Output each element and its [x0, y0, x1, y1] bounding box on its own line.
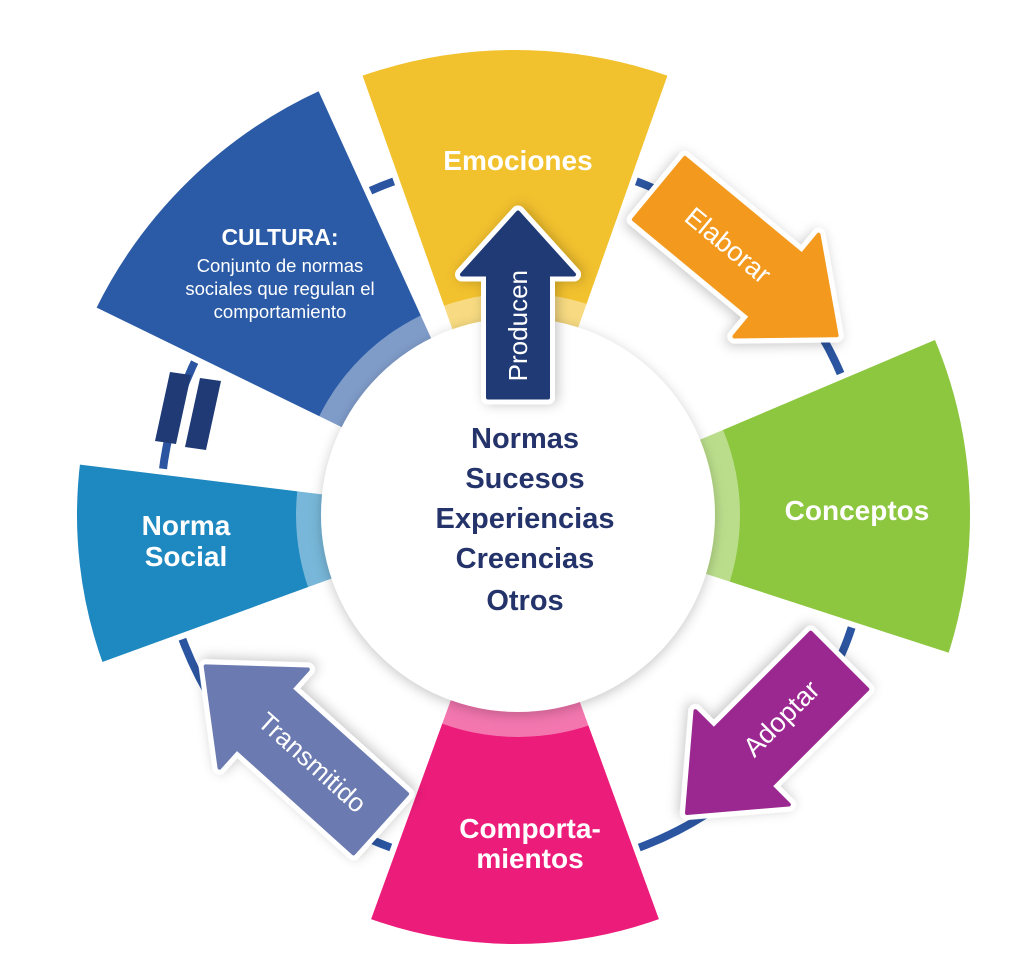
center-item: Otros [486, 585, 563, 617]
center-item: Normas [471, 423, 579, 455]
label-comportamientos-1: Comporta- [459, 813, 601, 844]
equals-sign [155, 372, 221, 450]
label-norma: Norma [142, 510, 231, 541]
arrow-body [203, 664, 410, 856]
cultura-line: comportamiento [214, 301, 347, 322]
label-comportamientos-2: mientos [476, 843, 583, 874]
arrow-elaborar: Elaborar [626, 150, 844, 344]
center-item: Experiencias [436, 503, 615, 535]
cultura-line: sociales que regulan el [185, 278, 374, 299]
arrow-adoptar: Adoptar [679, 625, 875, 821]
center-item: Sucesos [465, 463, 584, 495]
arrow-producen: Producen [455, 205, 581, 405]
arrow-body [460, 210, 576, 400]
label-conceptos: Conceptos [785, 495, 930, 526]
arrow-body [631, 155, 839, 339]
label-social: Social [145, 541, 227, 572]
cultura-title: CULTURA: [221, 224, 338, 250]
center-circle [321, 318, 715, 712]
arrow-body [684, 630, 870, 816]
center-item: Creencias [456, 543, 595, 575]
arrow-label-producen: Producen [503, 270, 533, 381]
cultura-line: Conjunto de normas [197, 255, 364, 276]
label-emociones: Emociones [443, 145, 592, 176]
